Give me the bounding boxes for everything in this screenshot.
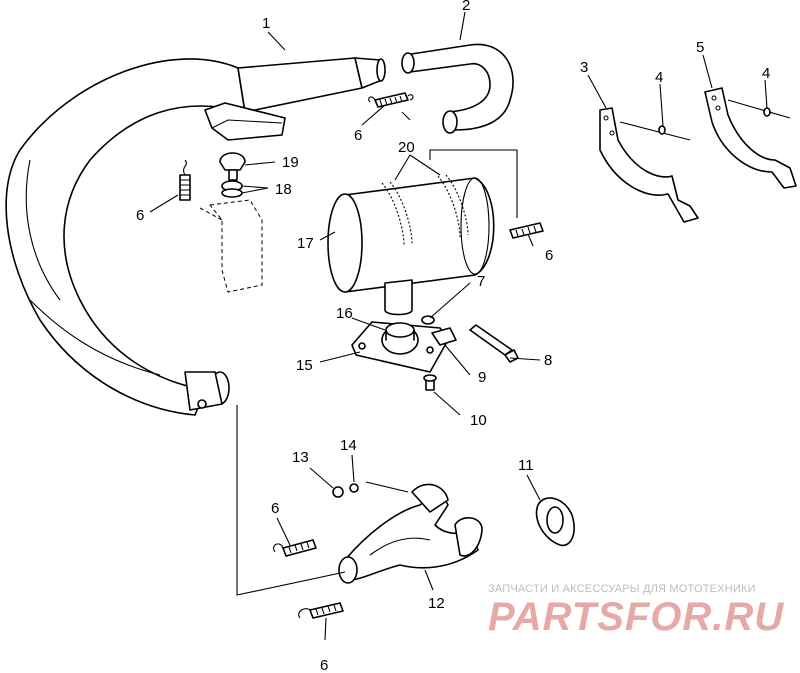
watermark-tagline: ЗАПЧАСТИ И АКСЕССУАРЫ ДЛЯ МОТОТЕХНИКИ — [488, 583, 756, 595]
muffler — [327, 174, 495, 316]
callout-8: 8 — [544, 352, 552, 369]
callout-1: 1 — [262, 15, 270, 32]
callout-5: 5 — [696, 39, 704, 56]
callout-17: 17 — [297, 235, 314, 252]
bracket-5 — [704, 87, 797, 189]
callout-14: 14 — [340, 437, 357, 454]
callout-4: 4 — [655, 69, 663, 86]
grommet-assembly — [199, 152, 263, 293]
callout-20: 20 — [398, 139, 415, 156]
spring — [368, 92, 414, 108]
y-pipe — [338, 483, 483, 584]
u-pipe — [401, 43, 514, 134]
callout-18: 18 — [275, 181, 292, 198]
callout-12: 12 — [428, 595, 445, 612]
callout-2: 2 — [462, 0, 470, 14]
callout-6: 6 — [136, 207, 144, 224]
callout-11: 11 — [518, 457, 534, 474]
spring — [509, 222, 544, 239]
watermark: ЗАПЧАСТИ И АКСЕССУАРЫ ДЛЯ МОТОТЕХНИКИ PA… — [488, 583, 784, 639]
spring — [273, 539, 317, 557]
leader-lines — [149, 11, 768, 641]
spring — [179, 159, 191, 201]
expansion-chamber — [5, 57, 386, 416]
spring — [298, 602, 344, 619]
bracket-3 — [599, 107, 699, 223]
callout-3: 3 — [580, 59, 588, 76]
callout-6: 6 — [320, 657, 328, 673]
callout-4: 4 — [762, 65, 770, 82]
callout-19: 19 — [282, 154, 299, 171]
watermark-brand: PARTSFOR.RU — [488, 595, 784, 639]
callout-15: 15 — [296, 357, 313, 374]
flange-plate — [351, 321, 449, 373]
callout-16: 16 — [336, 305, 353, 322]
callout-7: 7 — [477, 273, 485, 290]
callout-10: 10 — [470, 412, 487, 429]
gasket — [535, 497, 575, 547]
callouts: 1 2 3 4 5 4 6 6 6 6 6 7 8 9 10 11 12 13 … — [136, 0, 770, 673]
small-hardware — [421, 315, 519, 391]
nut-washer — [332, 483, 359, 498]
callout-6: 6 — [271, 500, 279, 517]
callout-6: 6 — [545, 247, 553, 264]
callout-9: 9 — [478, 369, 486, 386]
callout-13: 13 — [292, 449, 309, 466]
callout-6: 6 — [354, 127, 362, 144]
